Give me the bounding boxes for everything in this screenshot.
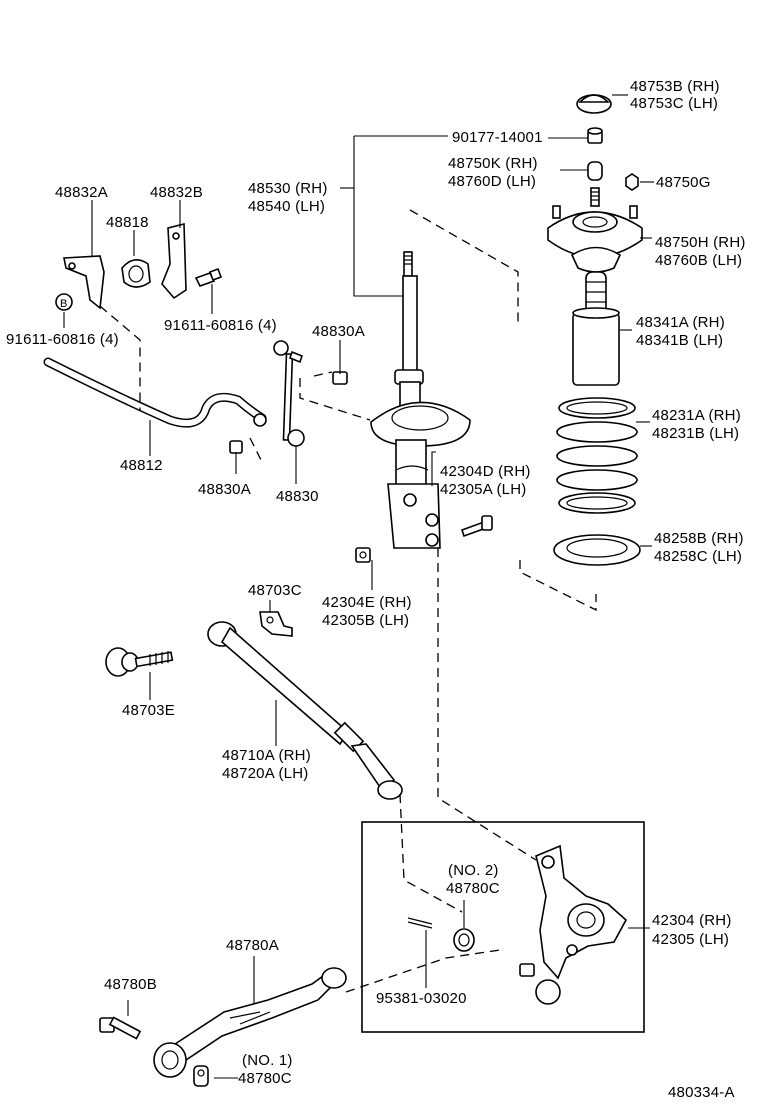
cam-bolt-48703e (105, 647, 174, 677)
label-bushing: 48818 (106, 214, 149, 231)
label-spring-lh: 48231B (LH) (652, 425, 740, 442)
stabilizer-bar (43, 357, 267, 428)
label-mount-d-lh: 48760D (LH) (448, 173, 537, 190)
label-strut-rh: 48530 (RH) (248, 180, 328, 197)
nut-48750g (625, 173, 639, 191)
svg-text:B: B (60, 298, 67, 310)
mount-cap (576, 94, 612, 114)
label-stabilizer-bar: 48812 (120, 457, 163, 474)
leader-lines (63, 94, 654, 1079)
label-bracket-a: 48832A (55, 184, 108, 201)
label-knuckle-rh: 42304 (RH) (652, 912, 732, 929)
bracket-48832a (63, 255, 105, 310)
coil-spring (556, 397, 638, 514)
bushing-no2 (453, 928, 475, 952)
cotter-pin (407, 917, 433, 929)
bushing-no1 (193, 1065, 209, 1087)
bump-stopper (572, 271, 620, 386)
nut-48830a-bottom (229, 440, 243, 454)
spring-insulator (553, 534, 641, 566)
label-no2: (NO. 2) (448, 862, 499, 879)
label-cam-bolt: 48703E (122, 702, 175, 719)
bolt-91611-b (194, 267, 223, 287)
label-cap-lh: 48753C (LH) (630, 95, 719, 112)
label-upper-mount-rh: 48750H (RH) (655, 234, 746, 251)
label-mount-k-rh: 48750K (RH) (448, 155, 538, 172)
bushing-48818 (121, 259, 151, 288)
label-cotter-pin: 95381-03020 (376, 990, 467, 1007)
label-knuckle-lh: 42305 (LH) (652, 931, 730, 948)
label-bolt-rh: 42304D (RH) (440, 463, 531, 480)
label-insulator-lh: 48258C (LH) (654, 548, 743, 565)
label-bolt-mid: 91611-60816 (4) (164, 317, 277, 334)
nut-42304e (355, 547, 371, 563)
label-arm-lh: 48720A (LH) (222, 765, 309, 782)
label-insulator-rh: 48258B (RH) (654, 530, 744, 547)
label-upper-mount-lh: 48760B (LH) (655, 252, 743, 269)
label-nut-48830a-top: 48830A (312, 323, 365, 340)
bolt-91611-a: B (55, 293, 73, 311)
label-bracket-48703c: 48703C (248, 582, 302, 599)
label-no1: (NO. 1) (242, 1052, 293, 1069)
bolt-42304d (460, 515, 493, 538)
shock-absorber (370, 251, 471, 549)
label-strut-lh: 48540 (LH) (248, 198, 326, 215)
label-bushing-no1: 48780C (238, 1070, 292, 1087)
label-bracket-b: 48832B (150, 184, 203, 201)
knuckle-group-box (361, 821, 645, 1033)
lower-arm (153, 966, 347, 1078)
bracket-48703c (259, 611, 293, 637)
label-nut-90177: 90177-14001 (452, 129, 543, 146)
cushion-48750k (587, 161, 603, 181)
label-nut-48750g: 48750G (656, 174, 711, 191)
bracket-48832b (161, 222, 187, 300)
label-spring-rh: 48231A (RH) (652, 407, 741, 424)
label-bumper-lh: 48341B (LH) (636, 332, 724, 349)
label-bolt-lh: 42305A (LH) (440, 481, 527, 498)
upper-support (547, 187, 643, 273)
hex-nut-90177 (587, 127, 603, 144)
label-bolt-left: 91611-60816 (4) (6, 331, 119, 348)
diagram-code: 480334-A (668, 1084, 735, 1101)
label-link: 48830 (276, 488, 319, 505)
label-nut-b-lh: 42305B (LH) (322, 612, 410, 629)
lateral-arm (207, 621, 403, 800)
bolt-48780b (99, 1016, 142, 1040)
label-cap-rh: 48753B (RH) (630, 78, 720, 95)
label-arm-rh: 48710A (RH) (222, 747, 311, 764)
label-nut-48830a-bottom: 48830A (198, 481, 251, 498)
label-bushing-no2: 48780C (446, 880, 500, 897)
label-nut-e-rh: 42304E (RH) (322, 594, 412, 611)
label-lower-arm: 48780A (226, 937, 279, 954)
label-bolt-48780b: 48780B (104, 976, 157, 993)
label-bumper-rh: 48341A (RH) (636, 314, 725, 331)
assembly-dash-lines (99, 209, 597, 993)
steering-knuckle (519, 844, 628, 1005)
